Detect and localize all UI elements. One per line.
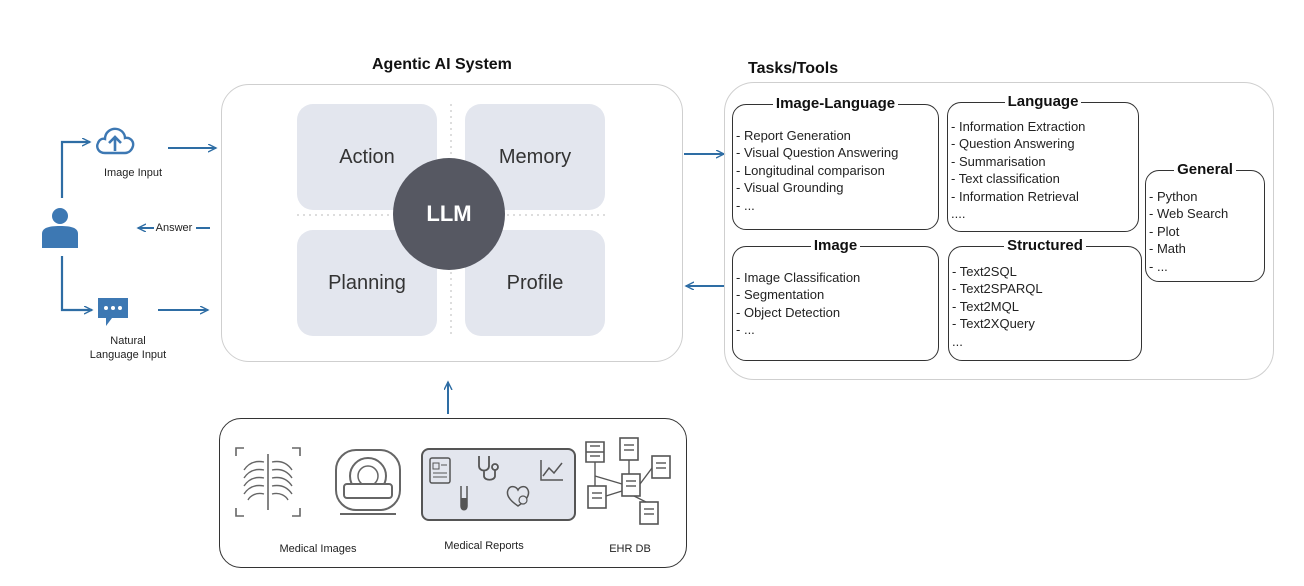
group-title: Structured [1004, 237, 1086, 254]
user-to-image-line [60, 142, 90, 198]
clipboard-icon [429, 457, 451, 484]
mri-scanner-icon [335, 449, 401, 515]
task-item: Web Search [1149, 205, 1228, 222]
natural-language-input-label: Natural Language Input [89, 335, 167, 361]
task-list: Report Generation Visual Question Answer… [736, 127, 898, 214]
task-item: ... [952, 333, 963, 349]
task-item: Information Extraction [951, 118, 1085, 135]
task-list: Text2SQL Text2SPARQL Text2MQL Text2XQuer… [952, 263, 1043, 350]
answer-label: Answer [155, 222, 193, 234]
group-structured: Structured Text2SQL Text2SPARQL Text2MQL… [948, 237, 1142, 361]
system-quadrants: Action Memory Planning Profile [297, 104, 605, 336]
group-title: Image-Language [772, 95, 899, 112]
task-item: Object Detection [736, 304, 860, 321]
user-to-text-line [60, 256, 92, 310]
task-item: Text2SPARQL [952, 280, 1043, 297]
chat-bubble-icon [98, 298, 128, 326]
task-item: .... [951, 206, 966, 222]
task-item: ... [736, 321, 860, 338]
task-list: Information Extraction Question Answerin… [951, 118, 1085, 222]
task-item: Text2SQL [952, 263, 1043, 280]
task-item: Longitudinal comparison [736, 162, 898, 179]
group-image-language: Image-Language Report Generation Visual … [732, 95, 939, 230]
task-item: Report Generation [736, 127, 898, 144]
task-item: Summarisation [951, 153, 1085, 170]
ehr-db-label: EHR DB [609, 543, 651, 555]
test-tube-icon [460, 486, 468, 511]
chest-xray-icon [235, 447, 301, 517]
image-input-label: Image Input [103, 167, 163, 179]
group-title: Language [1004, 93, 1082, 110]
heart-icon [506, 485, 530, 507]
data-sources-box [219, 418, 687, 568]
cloud-upload-icon [96, 127, 135, 155]
chart-icon [540, 460, 563, 481]
user-icon [42, 208, 78, 248]
system-title: Agentic AI System [372, 56, 512, 73]
task-item: ... [736, 197, 898, 214]
group-language: Language Information Extraction Question… [947, 93, 1139, 232]
task-item: ... [1149, 258, 1228, 275]
medical-images-label: Medical Images [279, 543, 357, 555]
medical-reports-box [421, 448, 576, 521]
task-item: Text2XQuery [952, 315, 1043, 332]
task-list: Python Web Search Plot Math ... [1149, 188, 1228, 275]
group-image: Image Image Classification Segmentation … [732, 237, 939, 361]
task-item: Text classification [951, 170, 1085, 187]
task-item: Information Retrieval [951, 188, 1085, 205]
task-item: Plot [1149, 223, 1228, 240]
group-general: General Python Web Search Plot Math ... [1145, 161, 1265, 282]
task-item: Image Classification [736, 269, 860, 286]
stethoscope-icon [478, 456, 499, 481]
tasks-title: Tasks/Tools [748, 60, 839, 77]
medical-reports-label: Medical Reports [444, 540, 524, 552]
task-item: Text2MQL [952, 298, 1043, 315]
task-list: Image Classification Segmentation Object… [736, 269, 860, 339]
task-item: Python [1149, 188, 1228, 205]
task-item: Segmentation [736, 286, 860, 303]
group-title: General [1174, 161, 1236, 178]
task-item: Visual Grounding [736, 179, 898, 196]
tasks-box [724, 82, 1274, 380]
task-item: Visual Question Answering [736, 144, 898, 161]
task-item: Math [1149, 240, 1228, 257]
group-title: Image [810, 237, 861, 254]
task-item: Question Answering [951, 135, 1085, 152]
llm-core: LLM [393, 158, 505, 270]
database-tree-icon [585, 437, 671, 525]
